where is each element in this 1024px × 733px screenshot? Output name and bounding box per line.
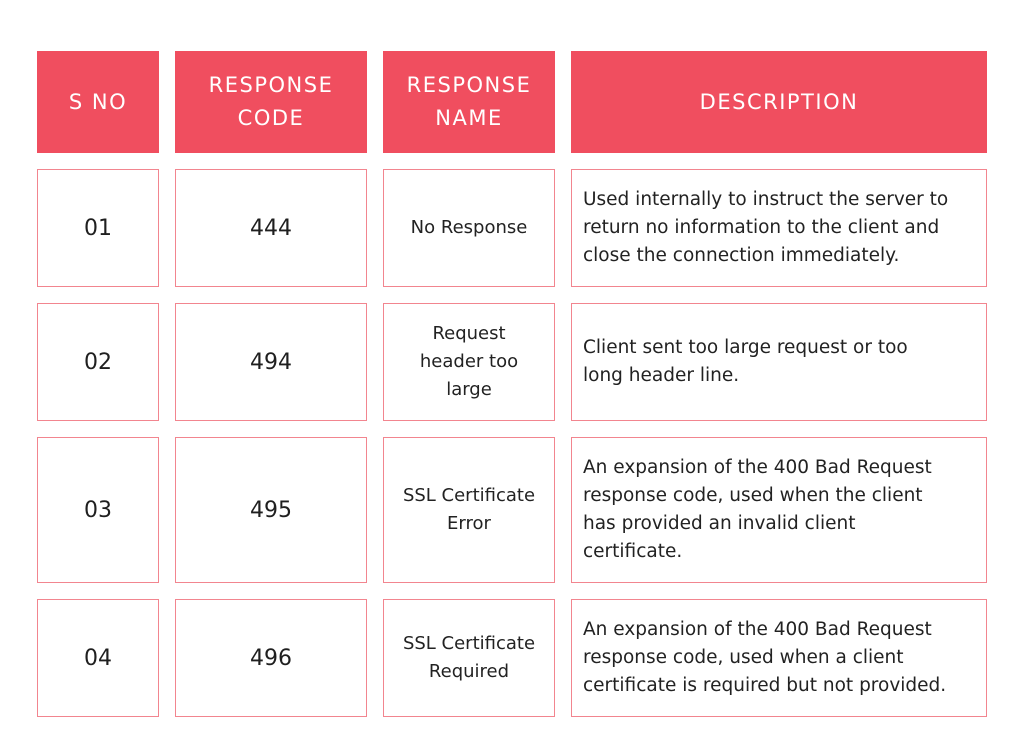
cell-description: Client sent too large request or too lon…	[571, 303, 987, 421]
cell-response-code: 444	[175, 169, 367, 287]
header-s-no: S NO	[37, 51, 159, 153]
cell-s-no: 03	[37, 437, 159, 583]
cell-response-code: 496	[175, 599, 367, 717]
cell-response-name: Request header too large	[383, 303, 555, 421]
cell-response-name: No Response	[383, 169, 555, 287]
cell-response-name: SSL Certificate Required	[383, 599, 555, 717]
cell-response-code: 495	[175, 437, 367, 583]
header-description: DESCRIPTION	[571, 51, 987, 153]
cell-description: Used internally to instruct the server t…	[571, 169, 987, 287]
cell-s-no: 01	[37, 169, 159, 287]
cell-description: An expansion of the 400 Bad Request resp…	[571, 599, 987, 717]
header-response-name: RESPONSE NAME	[383, 51, 555, 153]
cell-response-code: 494	[175, 303, 367, 421]
cell-s-no: 02	[37, 303, 159, 421]
status-code-table: S NO RESPONSE CODE RESPONSE NAME DESCRIP…	[37, 51, 987, 733]
cell-response-name: SSL Certificate Error	[383, 437, 555, 583]
cell-description: An expansion of the 400 Bad Request resp…	[571, 437, 987, 583]
header-response-code: RESPONSE CODE	[175, 51, 367, 153]
cell-s-no: 04	[37, 599, 159, 717]
